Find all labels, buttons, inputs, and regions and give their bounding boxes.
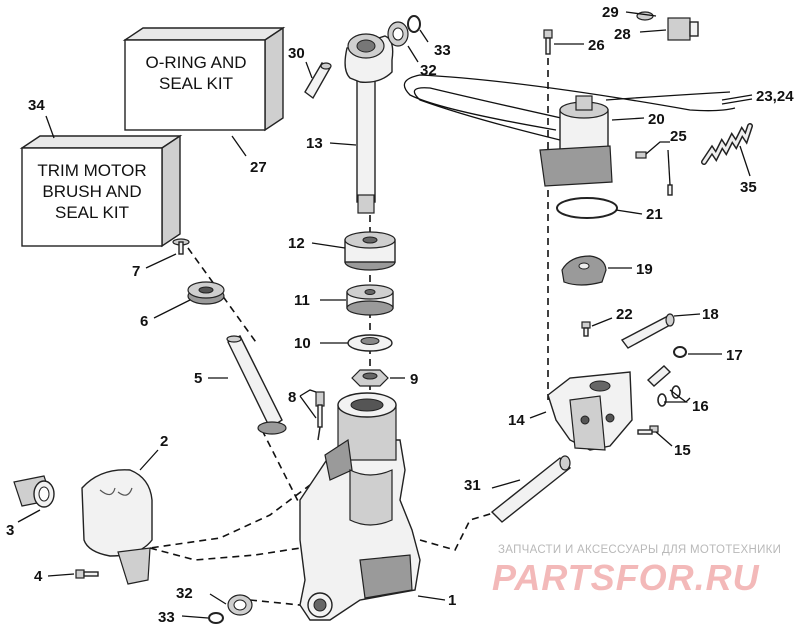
callout-14: 14 xyxy=(508,412,525,429)
part-10-washer xyxy=(347,334,393,352)
callout-27: 27 xyxy=(250,159,267,176)
callout-6: 6 xyxy=(140,313,148,330)
watermark-logo: PARTSFOR.RU xyxy=(492,557,760,598)
part-2-motor-cover xyxy=(81,469,153,585)
callout-33-bottom: 33 xyxy=(158,609,175,626)
part-25-clips xyxy=(635,151,673,196)
part-19-cam xyxy=(561,255,607,286)
part-16-fittings xyxy=(646,365,681,407)
part-12-cap xyxy=(344,231,396,271)
callout-5: 5 xyxy=(194,370,202,387)
watermark: ЗАПЧАСТИ И АКСЕССУАРЫ ДЛЯ МОТОТЕХНИКИ PA… xyxy=(492,544,781,598)
callout-26: 26 xyxy=(588,37,605,54)
part-3-bearing xyxy=(13,475,55,508)
callout-35: 35 xyxy=(740,179,757,196)
part-7-screw xyxy=(172,238,190,255)
part-13-trim-rod xyxy=(344,33,394,214)
part-15-screw xyxy=(637,425,659,435)
part-20-trim-motor xyxy=(403,74,736,187)
part-32-bushing-top xyxy=(387,21,409,47)
watermark-tagline: ЗАПЧАСТИ И АКСЕССУАРЫ ДЛЯ МОТОТЕХНИКИ xyxy=(498,544,781,556)
callout-32-bottom: 32 xyxy=(176,585,193,602)
part-5-rod xyxy=(226,335,287,435)
callout-31: 31 xyxy=(464,477,481,494)
part-6-seal xyxy=(187,281,225,305)
callout-8: 8 xyxy=(288,389,296,406)
callout-numbers: 1 2 3 4 5 6 7 8 9 10 11 12 13 14 15 16 1… xyxy=(6,4,794,626)
callout-1: 1 xyxy=(448,592,456,609)
callout-2: 2 xyxy=(160,433,168,450)
callout-4: 4 xyxy=(34,568,43,585)
part-8-screw xyxy=(315,391,325,441)
part-30-pin xyxy=(304,62,332,100)
callout-9: 9 xyxy=(410,371,418,388)
part-17-ring xyxy=(673,346,687,358)
part-9-nut xyxy=(351,369,389,387)
callout-34: 34 xyxy=(28,97,45,114)
part-31-pin xyxy=(490,455,572,523)
callout-29: 29 xyxy=(602,4,619,21)
callout-3: 3 xyxy=(6,522,14,539)
callout-33-top: 33 xyxy=(434,42,451,59)
callout-19: 19 xyxy=(636,261,653,278)
kit-label-trim-line1: TRIM MOTOR xyxy=(37,161,146,180)
callout-10: 10 xyxy=(294,335,311,352)
callout-11: 11 xyxy=(294,292,310,309)
callout-32-top: 32 xyxy=(420,62,437,79)
part-4-screw xyxy=(75,569,99,579)
part-33-ring-bottom xyxy=(208,612,224,624)
callout-12: 12 xyxy=(288,235,305,252)
callout-17: 17 xyxy=(726,347,743,364)
part-22-screw xyxy=(581,321,591,337)
callout-20: 20 xyxy=(648,111,665,128)
kit-label-oring-line1: O-RING AND xyxy=(145,53,246,72)
callout-21: 21 xyxy=(646,206,663,223)
part-1-housing xyxy=(299,392,421,621)
part-18-valve xyxy=(620,313,675,349)
callout-18: 18 xyxy=(702,306,719,323)
callout-28: 28 xyxy=(614,26,631,43)
kit-label-trim-line3: SEAL KIT xyxy=(55,203,129,222)
part-32-bushing-bottom xyxy=(227,594,253,616)
part-11-piston xyxy=(346,284,394,316)
callout-7: 7 xyxy=(132,263,140,280)
callout-30: 30 xyxy=(288,45,305,62)
leader-lines xyxy=(17,11,753,619)
callout-13: 13 xyxy=(306,135,323,152)
callout-23-24: 23,24 xyxy=(756,88,794,105)
part-28-29-connector xyxy=(636,11,699,41)
part-26-screw xyxy=(543,29,553,55)
kit-box-oring-seal: O-RING AND SEAL KIT xyxy=(122,26,286,132)
kit-label-oring-line2: SEAL KIT xyxy=(159,74,233,93)
part-33-ring-top xyxy=(407,15,421,33)
kit-box-trim-motor: TRIM MOTOR BRUSH AND SEAL KIT xyxy=(19,134,183,248)
callout-15: 15 xyxy=(674,442,691,459)
part-21-oring xyxy=(556,197,618,219)
part-35-spring xyxy=(701,123,753,165)
callout-25: 25 xyxy=(670,128,687,145)
kit-label-trim-line2: BRUSH AND xyxy=(42,182,141,201)
part-14-valve-body xyxy=(547,371,633,451)
callout-16: 16 xyxy=(692,398,709,415)
callout-22: 22 xyxy=(616,306,633,323)
